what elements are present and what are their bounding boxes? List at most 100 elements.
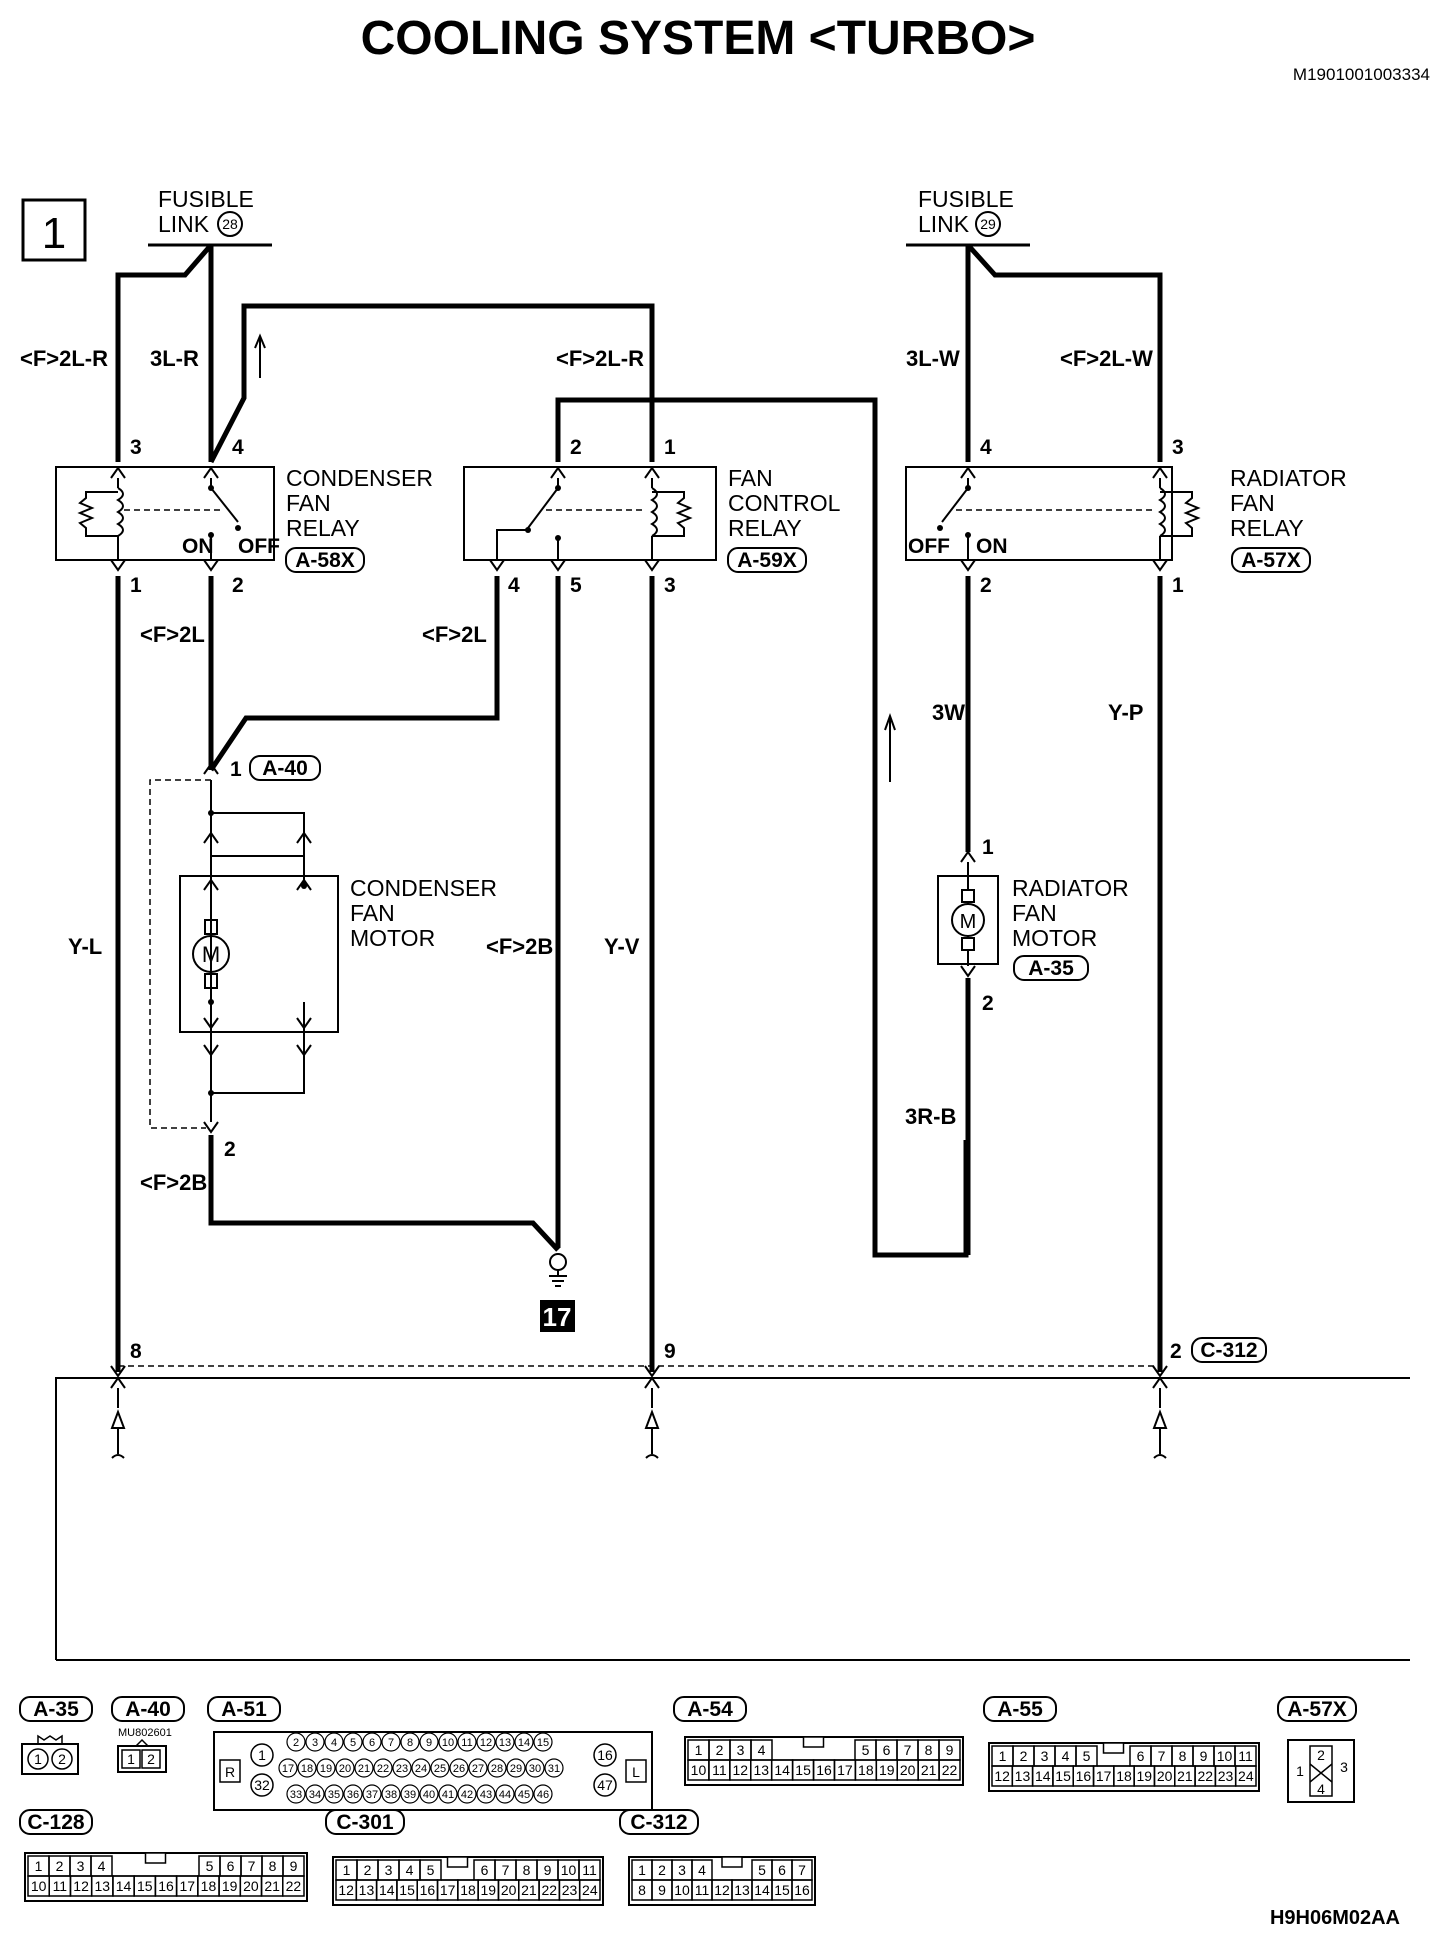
rad-relay-name-1: RADIATOR [1230,465,1347,491]
a51-pin-15: 15 [537,1737,549,1749]
c312-cell-5: 5 [758,1862,766,1878]
a40-part-number: MU802601 [118,1727,172,1739]
c301-cell-14: 14 [379,1882,395,1898]
a51-pin-14: 14 [518,1737,530,1749]
c301-cell-13: 13 [359,1882,375,1898]
a51-pin-26: 26 [453,1763,465,1775]
c301-cell-16: 16 [420,1882,436,1898]
a51-pin-11: 11 [461,1737,472,1749]
a54-cell-6: 6 [883,1742,891,1758]
c312-cell-8: 8 [638,1882,646,1898]
wire-fc4 [208,576,500,772]
wire-label-w13: 3R-B [905,1104,956,1129]
c312-cell-6: 6 [778,1862,786,1878]
a51-pin-42: 42 [461,1789,473,1801]
rad-relay-name-2: FAN [1230,490,1275,516]
a51-pin-6: 6 [369,1737,375,1749]
a51-pin-18: 18 [301,1763,313,1775]
a51-id-tag: A-51 [207,1696,281,1722]
c312-id: C-312 [630,1811,687,1834]
a51-pin-7: 7 [388,1737,394,1749]
c128-cell-16: 16 [158,1878,174,1894]
cond-motor-symbol: M [202,942,220,967]
a51-pin-36: 36 [347,1789,359,1801]
wires [115,243,1163,1372]
a54-cell-22: 22 [942,1762,958,1778]
c128-cell-9: 9 [290,1858,298,1874]
a40-cell-1: 1 [127,1751,135,1767]
c312-cell-3: 3 [678,1862,686,1878]
fan-ctrl-connector: A-59X [737,549,797,572]
a51-pin-10: 10 [442,1737,454,1749]
fusible-link-29-label: FUSIBLE [918,186,1014,212]
cond-relay-off: OFF [238,535,280,558]
a51-pin-34: 34 [309,1789,321,1801]
a57x-id-tag: A-57X [1277,1696,1357,1722]
a51-pin-22: 22 [377,1763,389,1775]
cond-relay-name-1: CONDENSER [286,465,433,491]
rad-motor-symbol: M [960,911,977,933]
a55-cell-14: 14 [1035,1768,1051,1784]
c312-cell-14: 14 [754,1882,770,1898]
c301-id-tag: C-301 [325,1809,405,1835]
cond-motor-name-1: CONDENSER [350,875,497,901]
a51-pin-4: 4 [331,1737,337,1749]
c128-cell-14: 14 [116,1878,132,1894]
c301-cell-3: 3 [385,1862,393,1878]
a51-pin-23: 23 [396,1763,408,1775]
fan-ctrl-pin-2: 2 [570,436,582,459]
cond-motor-connector: A-40 [262,757,308,780]
a57x-id: A-57X [1287,1698,1347,1721]
a51-pin-17: 17 [282,1763,294,1775]
cond-relay-on: ON [182,535,214,558]
a54-cell-17: 17 [837,1762,853,1778]
c301-cell-7: 7 [502,1862,510,1878]
page-number-box [21,198,87,262]
a51-pin-44: 44 [499,1789,511,1801]
a55-cell-15: 15 [1055,1768,1071,1784]
wire-label-w4: 3L-W [906,346,960,371]
a51-pin-39: 39 [404,1789,416,1801]
a51-pin-5: 5 [350,1737,356,1749]
page-title: COOLING SYSTEM <TURBO> [361,12,1036,65]
a54-cell-18: 18 [858,1762,874,1778]
c301-cell-22: 22 [541,1882,557,1898]
fusible-link-28-label: FUSIBLE [158,186,254,212]
rad-motor-connector: A-35 [1028,957,1074,980]
wire-label-w8: 3W [932,700,965,725]
a54-cell-3: 3 [737,1742,745,1758]
a55-cell-7: 7 [1158,1748,1166,1764]
c128-cell-20: 20 [243,1878,259,1894]
a35-cell-2: 2 [58,1751,66,1767]
c312-cell-9: 9 [658,1882,666,1898]
a51-pin-31: 31 [548,1763,560,1775]
cond-relay-pin-2: 2 [232,574,244,597]
a55-id: A-55 [997,1698,1043,1721]
a54-cell-8: 8 [925,1742,933,1758]
c128-cell-3: 3 [77,1858,85,1874]
wire-label-w6: <F>2L [140,622,205,647]
c312-id-tag: C-312 [619,1809,699,1835]
c301-cell-8: 8 [523,1862,531,1878]
rad-relay-pin-4: 4 [980,436,992,459]
harness-pin-9: 9 [664,1340,676,1363]
a55-cell-8: 8 [1179,1748,1187,1764]
a54-cell-11: 11 [712,1762,727,1778]
a51-pin-13: 13 [499,1737,511,1749]
fan-ctrl-pin-3: 3 [664,574,676,597]
a51-pin-46: 46 [537,1789,549,1801]
fan-ctrl-pin-4: 4 [508,574,520,597]
c301-cell-1: 1 [343,1862,351,1878]
a51-pin-8: 8 [407,1737,413,1749]
wire-label-w1: <F>2L-R [20,346,108,371]
c301-cell-21: 21 [521,1882,537,1898]
rad-relay-pin-3: 3 [1172,436,1184,459]
c128-cell-12: 12 [73,1878,89,1894]
c301-id: C-301 [336,1811,394,1834]
a55-cell-3: 3 [1041,1748,1049,1764]
a51-pin-45: 45 [518,1789,530,1801]
wire-label-w7: <F>2L [422,622,487,647]
